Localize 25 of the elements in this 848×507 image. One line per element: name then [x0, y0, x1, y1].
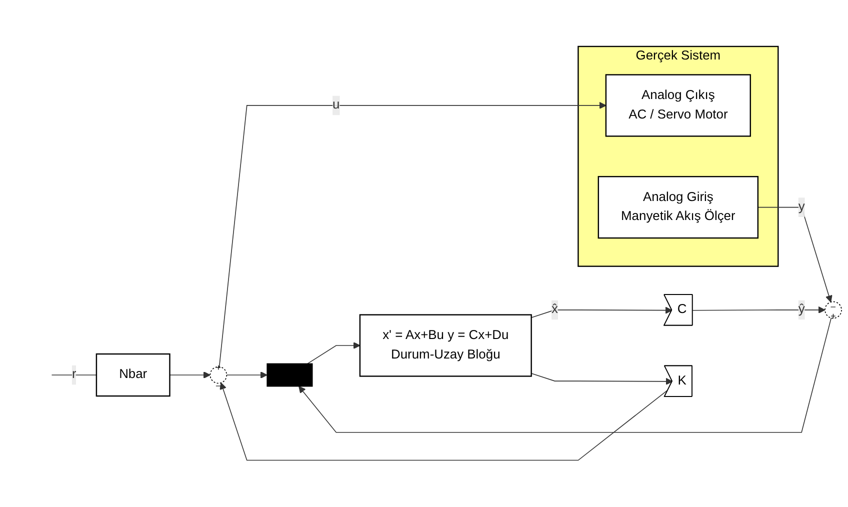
arrow [218, 102, 606, 368]
block-diagram: Gerçek Sistem r u y x̂ ŷ Nbar + _ Analog Çıkış AC / Servo Motor Analog Giriş Manyetik Akış Ölçer _ + x' = Ax+Bu y = Cx+Du Durum-Uzay Bloğu C K [0, 40, 848, 467]
arrow [530, 373, 673, 386]
arrow [692, 306, 826, 314]
edge-label: ŷ [798, 302, 805, 317]
arrow [530, 306, 672, 318]
edge-label: u [332, 98, 340, 112]
node-box [605, 74, 751, 137]
edge-label: x̂ [552, 302, 558, 317]
arrow [758, 207, 832, 302]
arrow [169, 372, 210, 379]
cluster [578, 46, 779, 268]
node-box [96, 354, 170, 397]
connector [51, 374, 97, 376]
arrow [220, 382, 669, 461]
node-box [359, 314, 532, 377]
arrow [226, 372, 268, 379]
node-circle [824, 301, 842, 319]
arrow [307, 342, 360, 364]
arrow [298, 318, 832, 433]
node-bar [266, 363, 313, 387]
node-box [598, 176, 759, 239]
node-circle [210, 366, 228, 384]
edge-label: r [72, 368, 76, 382]
edge-label: y [798, 200, 805, 214]
